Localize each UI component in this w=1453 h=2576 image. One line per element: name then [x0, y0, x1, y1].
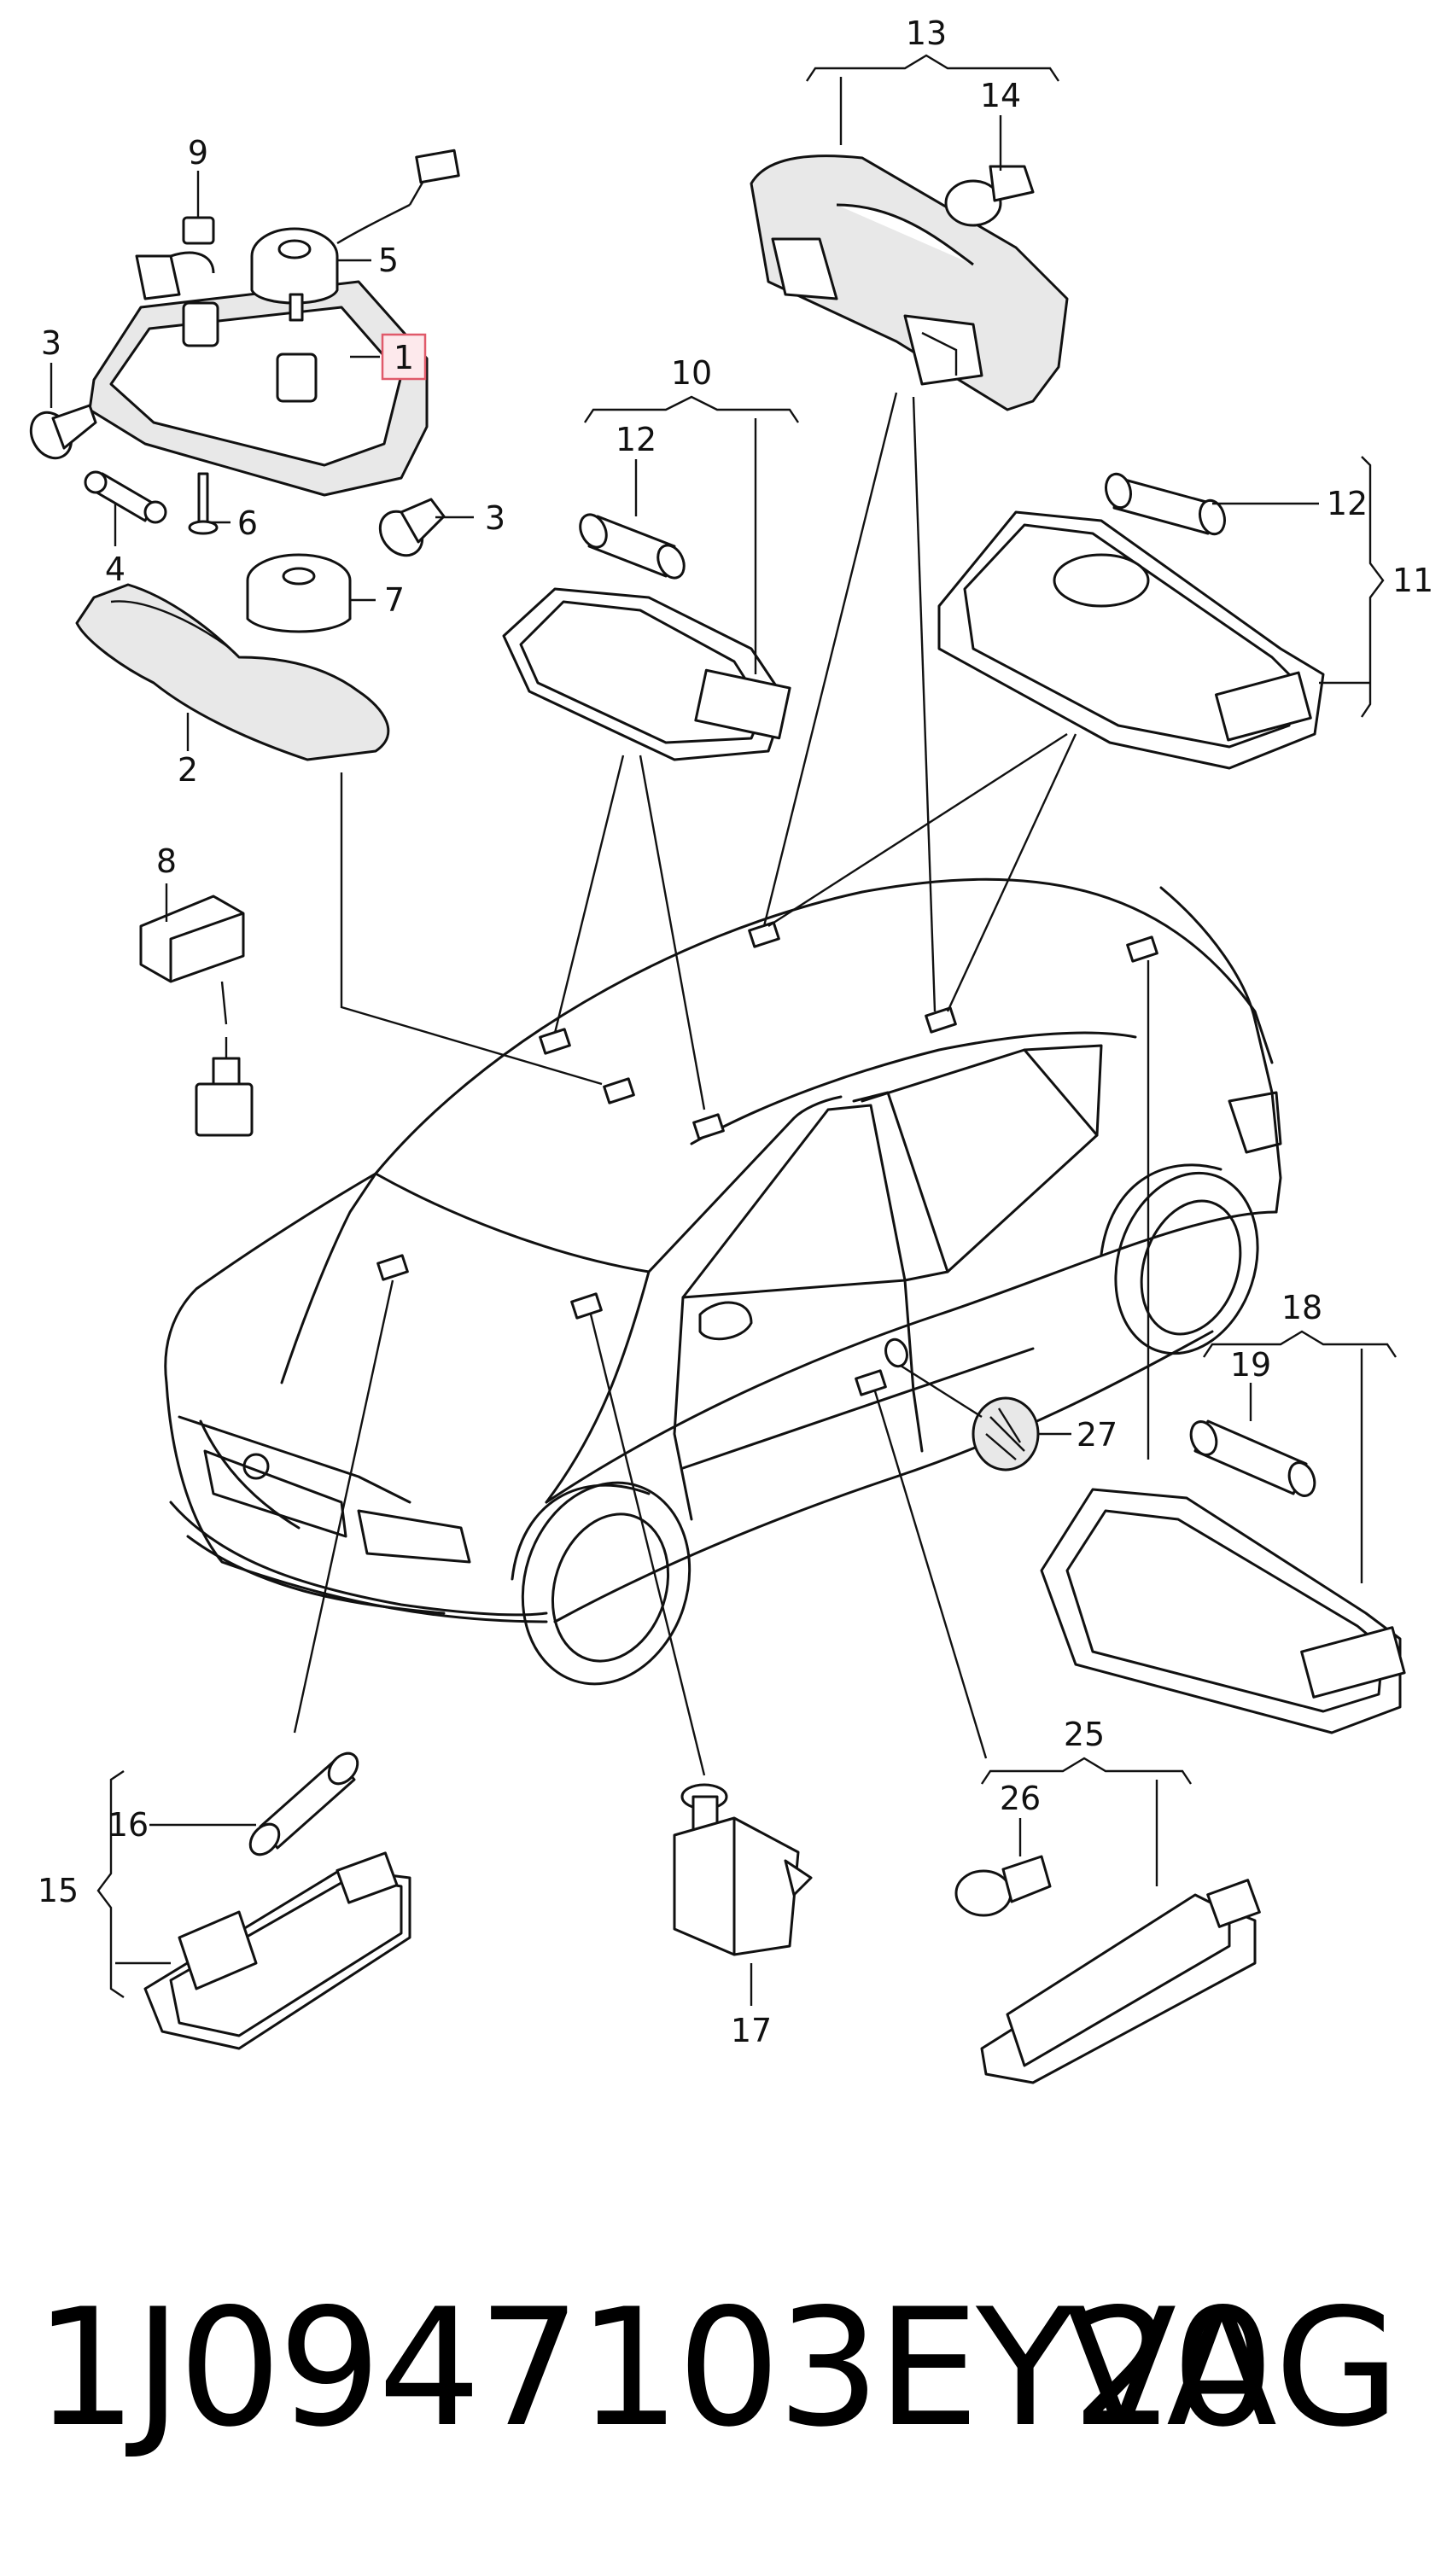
- callout-12-left: 12: [616, 421, 656, 458]
- callout-5: 5: [378, 242, 399, 279]
- front-dome-light-assembly: [29, 149, 460, 761]
- reading-light-10: [502, 513, 791, 761]
- callout-12-right: 12: [1327, 485, 1368, 522]
- callout-7: 7: [384, 581, 405, 619]
- callout-26: 26: [1000, 1780, 1041, 1817]
- callout-17: 17: [731, 2012, 772, 2049]
- callout-16: 16: [108, 1806, 149, 1844]
- callout-19: 19: [1230, 1346, 1271, 1384]
- roof-console-13: [750, 154, 1069, 411]
- callout-9: 9: [188, 134, 208, 172]
- callout-27: 27: [1077, 1416, 1117, 1454]
- brand-label: VAG: [1065, 2274, 1400, 2462]
- callout-3-left: 3: [41, 324, 61, 362]
- leader-lines: [50, 54, 1397, 2006]
- footwell-light-25: [954, 1855, 1261, 2084]
- callout-4: 4: [105, 551, 125, 588]
- callout-11: 11: [1392, 562, 1433, 599]
- callout-15: 15: [38, 1872, 79, 1909]
- callout-1-highlight: [381, 333, 427, 381]
- glovebox-light-15: [143, 1751, 411, 2050]
- car-illustration: [164, 877, 1282, 1686]
- callout-13: 13: [906, 15, 947, 52]
- callout-18: 18: [1281, 1289, 1322, 1326]
- callout-8: 8: [156, 842, 177, 880]
- light-markers: [376, 921, 1158, 1396]
- footer: 1J0947103EY20 VAG: [0, 2253, 1453, 2467]
- part-number: 1J0947103EY20: [34, 2274, 1275, 2462]
- callout-2: 2: [178, 751, 198, 789]
- door-contact-switch-17: [673, 1783, 813, 1956]
- callout-6: 6: [237, 504, 258, 542]
- callout-1: 1: [394, 339, 414, 376]
- connector-8-assembly: [139, 895, 254, 1137]
- callout-3-right: 3: [485, 499, 505, 537]
- callout-10: 10: [671, 354, 712, 392]
- cover-27: [972, 1396, 1040, 1472]
- callout-25: 25: [1064, 1716, 1105, 1753]
- trunk-light-18: [1040, 1419, 1406, 1734]
- callout-14: 14: [980, 77, 1021, 114]
- reading-light-11: [937, 472, 1325, 770]
